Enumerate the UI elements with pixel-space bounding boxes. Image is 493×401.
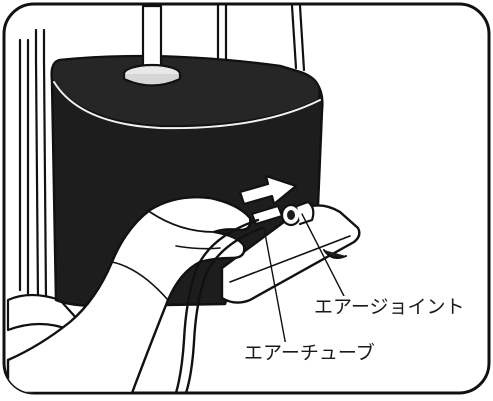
- air-tube-label: エアーチューブ: [242, 342, 377, 364]
- air-joint-connector: [282, 202, 313, 225]
- air-joint-label: エアージョイント: [312, 296, 466, 318]
